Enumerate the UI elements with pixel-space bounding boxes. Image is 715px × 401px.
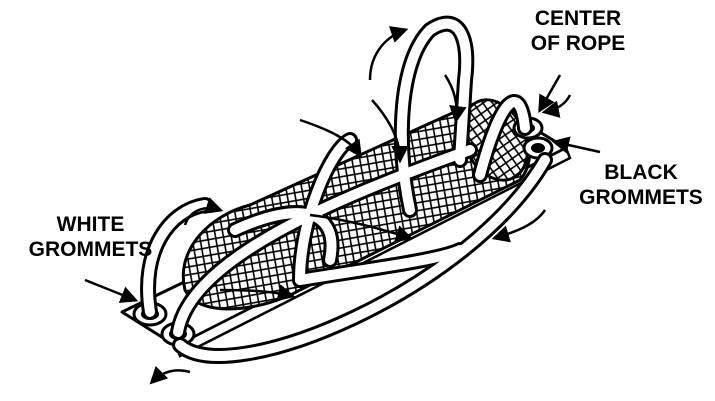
- arrow-right-top: [545, 95, 570, 112]
- label-white-grommets-line2: GROMMETS: [8, 237, 173, 262]
- label-center-of-rope-line2: OF ROPE: [508, 31, 648, 56]
- pointer-center-of-rope: [540, 75, 560, 110]
- label-center-of-rope-line1: CENTER: [508, 6, 648, 31]
- label-white-grommets: WHITE GROMMETS: [8, 212, 173, 262]
- pointer-white-grommets: [85, 280, 135, 300]
- label-white-grommets-line1: WHITE: [8, 212, 173, 237]
- label-black-grommets: BLACK GROMMETS: [566, 160, 715, 210]
- label-black-grommets-line2: GROMMETS: [566, 185, 715, 210]
- label-center-of-rope: CENTER OF ROPE: [508, 6, 648, 56]
- label-black-grommets-line1: BLACK: [566, 160, 715, 185]
- arrow-bottom: [152, 370, 190, 382]
- arrow-top-left: [370, 30, 405, 80]
